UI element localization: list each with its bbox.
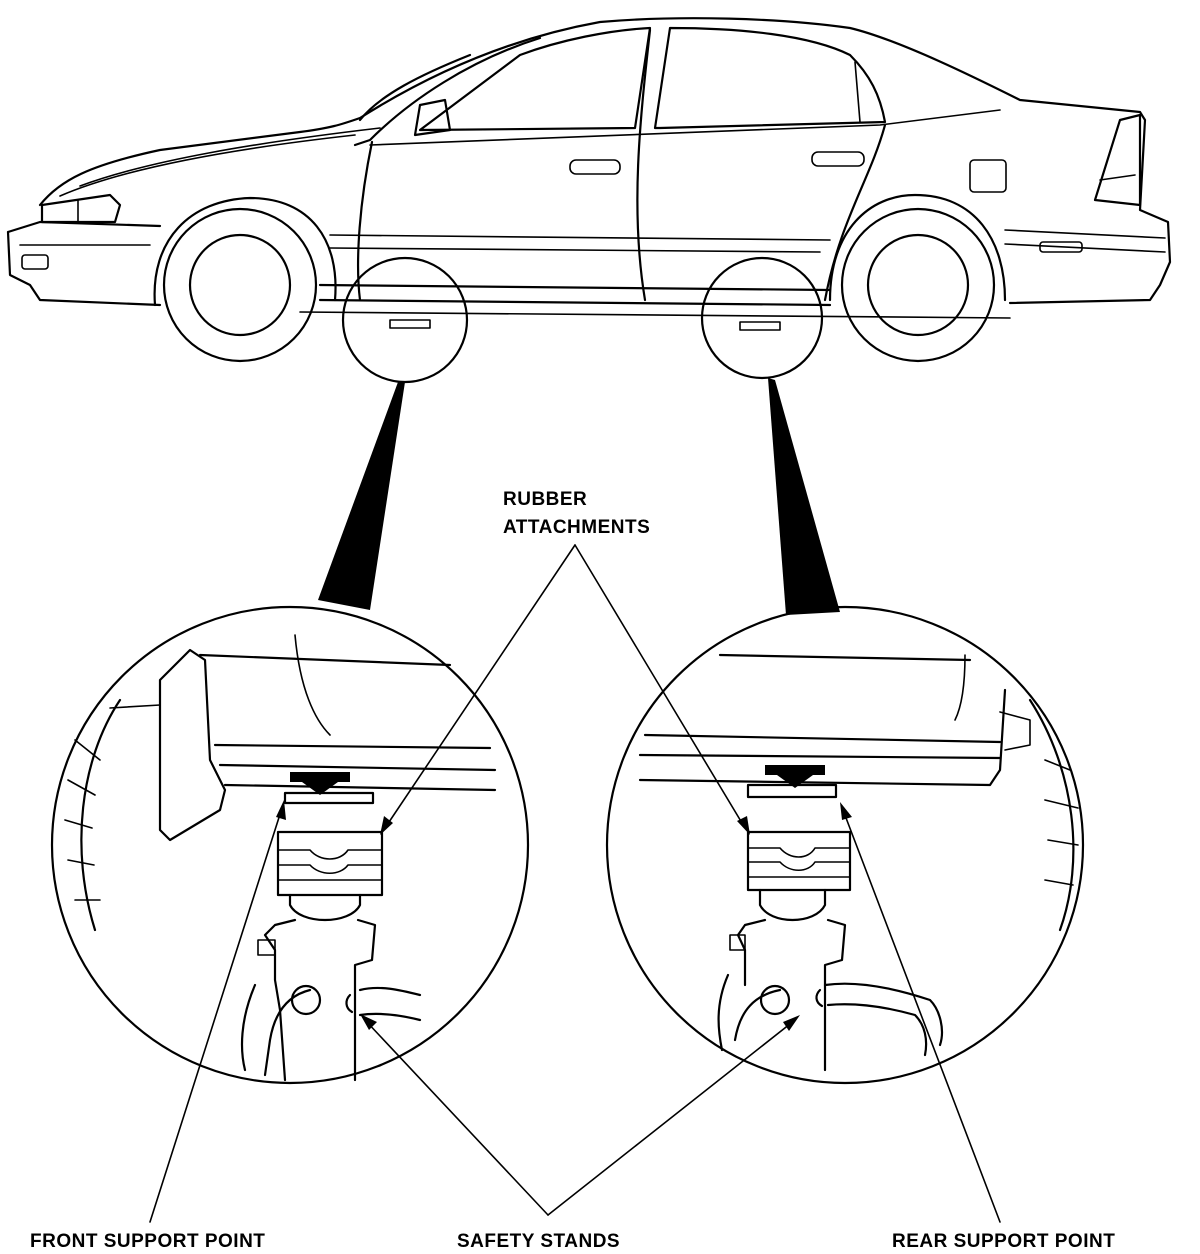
rear-support-point-label: REAR SUPPORT POINT bbox=[892, 1231, 1115, 1252]
front-support-point-label: FRONT SUPPORT POINT bbox=[30, 1231, 265, 1252]
rear-support-point-leader bbox=[840, 802, 1001, 1223]
rubber-attachments-label-line1: RUBBER bbox=[503, 489, 587, 510]
car-side-view bbox=[6, 17, 1172, 363]
rubber-attachment-leaders bbox=[380, 544, 750, 835]
rear-support-detail bbox=[605, 605, 1085, 1085]
safety-stands-label: SAFETY STANDS bbox=[457, 1231, 620, 1252]
front-support-point-leader bbox=[149, 800, 286, 1223]
rubber-attachments-label-line2: ATTACHMENTS bbox=[503, 517, 650, 538]
front-support-detail bbox=[50, 605, 530, 1085]
front-zoom-connector bbox=[318, 382, 405, 610]
safety-stand-leaders bbox=[360, 1014, 800, 1216]
rear-zoom-connector bbox=[768, 378, 840, 615]
rear-detail-locator bbox=[700, 256, 824, 380]
